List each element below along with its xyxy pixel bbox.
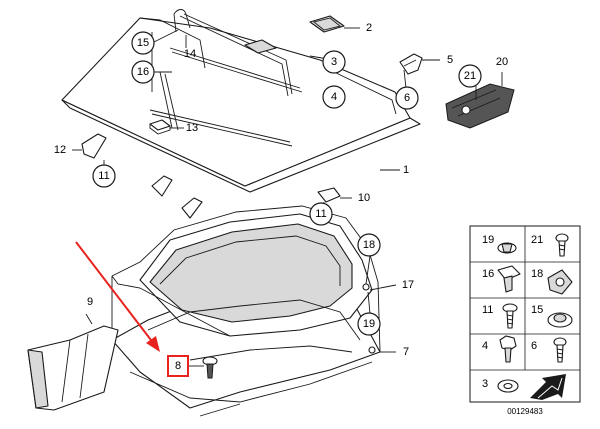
callout-8: 8 xyxy=(175,360,181,372)
callout-11a-circle xyxy=(92,164,116,188)
callout-18-circle xyxy=(357,233,381,257)
bracket-part-10 xyxy=(317,187,341,203)
callout-13: 13 xyxy=(186,122,198,134)
screw-6-icon xyxy=(553,337,567,363)
screw-11-icon xyxy=(502,303,518,329)
floor-panel-part-1 xyxy=(61,17,421,193)
callout-6-circle xyxy=(395,86,419,110)
fastener-7 xyxy=(368,346,376,354)
fastener-17 xyxy=(362,283,370,291)
callout-1: 1 xyxy=(403,164,409,176)
callout-16: 16 xyxy=(137,66,149,78)
callout-11a: 11 xyxy=(98,170,109,182)
washer-3-icon xyxy=(497,379,519,393)
callout-5: 5 xyxy=(447,54,453,66)
legend-6: 6 xyxy=(531,340,537,352)
callout-3: 3 xyxy=(331,56,337,68)
callout-18: 18 xyxy=(363,239,375,251)
grommet-15-icon xyxy=(547,312,573,328)
callout-15: 15 xyxy=(137,37,149,49)
callout-20: 20 xyxy=(496,56,508,68)
callout-16-circle xyxy=(131,60,155,84)
hinge-part-5 xyxy=(399,53,423,75)
legend-16: 16 xyxy=(482,268,494,280)
legend-21: 21 xyxy=(531,234,543,246)
callout-8-highlight-box xyxy=(167,355,189,377)
rivet-part-8 xyxy=(202,356,218,379)
callout-10: 10 xyxy=(358,192,370,204)
side-trim-part-9 xyxy=(27,325,119,411)
callout-14: 14 xyxy=(184,48,196,60)
legend-4: 4 xyxy=(482,340,488,352)
inset-part-3 xyxy=(244,39,277,54)
callout-19-circle xyxy=(357,312,381,336)
legend-18: 18 xyxy=(531,268,543,280)
cap-18-icon xyxy=(547,269,573,295)
callout-15-circle xyxy=(131,31,155,55)
nut-4-icon xyxy=(499,335,517,363)
legend-3: 3 xyxy=(482,378,488,390)
direction-arrow-icon xyxy=(530,374,566,400)
callouts: 15 14 16 2 3 4 5 6 20 21 13 12 11 1 10 xyxy=(54,22,508,377)
callout-4: 4 xyxy=(331,91,337,103)
handle-part-14 xyxy=(173,9,293,97)
bracket-part-12 xyxy=(81,133,107,159)
callout-2: 2 xyxy=(366,22,372,34)
cover-part-2 xyxy=(309,15,345,33)
callout-11b-circle xyxy=(309,202,333,226)
callout-9: 9 xyxy=(87,296,93,308)
legend-11: 11 xyxy=(482,304,493,316)
callout-4-circle xyxy=(322,85,346,109)
callout-6: 6 xyxy=(404,92,410,104)
legend-panel: 19 21 16 18 11 15 xyxy=(469,225,581,403)
callout-19: 19 xyxy=(363,318,375,330)
legend-15: 15 xyxy=(531,304,543,316)
legend-19: 19 xyxy=(482,234,494,246)
callout-12: 12 xyxy=(54,144,66,156)
clip-19-icon xyxy=(497,242,517,254)
screw-21-icon xyxy=(555,233,569,257)
reference-number: 00129483 xyxy=(507,407,543,416)
callout-17: 17 xyxy=(402,279,414,291)
highlight-arrow xyxy=(75,241,160,352)
clip-16-icon xyxy=(497,265,521,293)
lock-part-20 xyxy=(445,83,515,129)
bracket-front-b xyxy=(181,197,203,219)
callout-21: 21 xyxy=(464,70,476,82)
bracket-front-a xyxy=(151,175,173,197)
wheel-well-trim xyxy=(111,205,381,417)
callout-7: 7 xyxy=(403,346,409,358)
callout-11b: 11 xyxy=(315,208,326,220)
callout-21-circle xyxy=(458,64,482,88)
callout-3-circle xyxy=(322,50,346,74)
